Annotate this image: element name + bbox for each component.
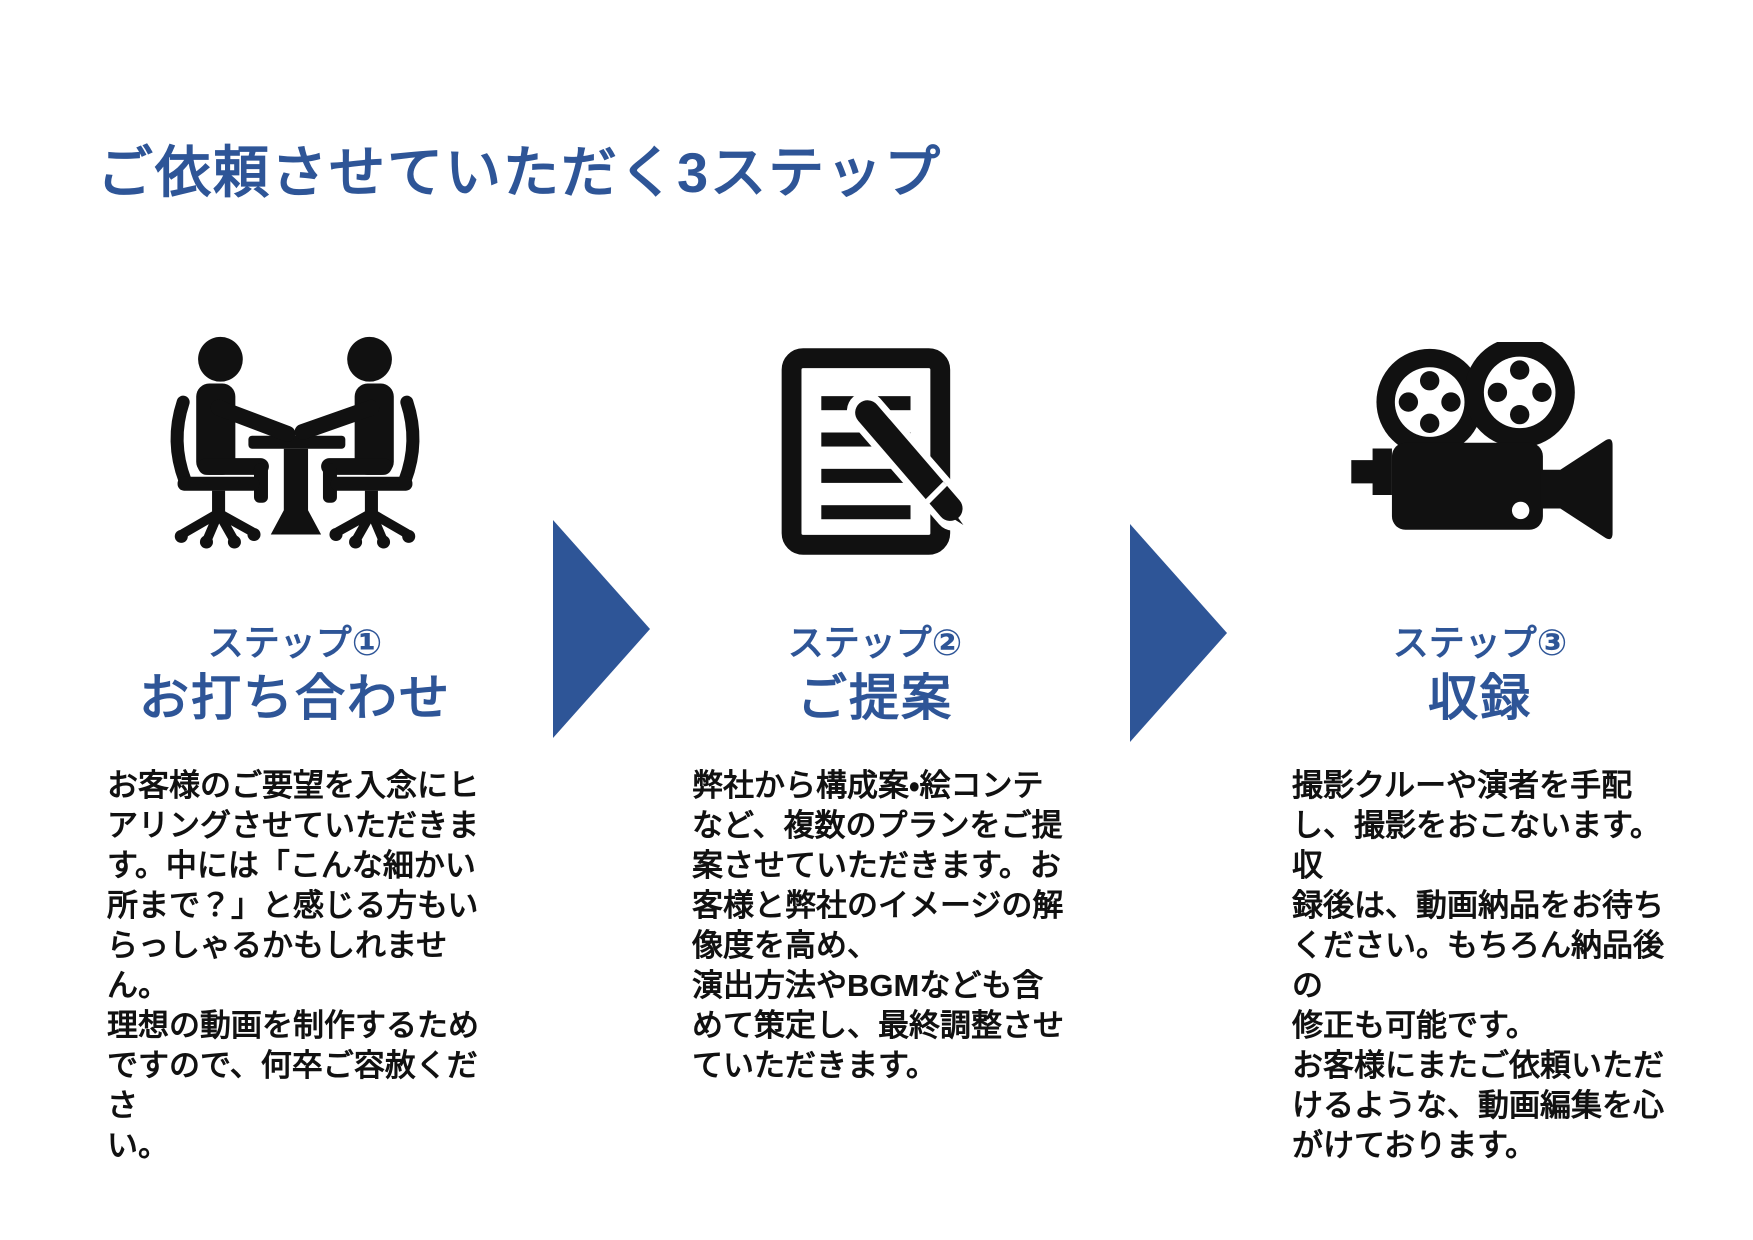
video-camera-icon <box>1330 325 1630 555</box>
step2-title: ご提案 <box>797 670 953 727</box>
page-title: ご依頼させていただく3ステップ <box>97 141 943 204</box>
step2-description: 弊社から構成案・絵コンテ など、複数のプランをご提 案させていただきます。お 客… <box>692 767 1064 1083</box>
step1-description: お客様のご要望を入念にヒ アリングさせていただきま す。中には「こんな細かい 所… <box>107 767 479 1163</box>
step1-label: ステップ① <box>207 622 383 663</box>
document-pen-icon <box>780 325 970 555</box>
meeting-icon <box>155 325 435 555</box>
step3-title: 収録 <box>1428 670 1532 727</box>
arrow-right-icon <box>1130 524 1227 742</box>
step1-title: お打ち合わせ <box>139 670 451 727</box>
step-column-2: ステップ② ご提案 弊社から構成案・絵コンテ など、複数のプランをご提 案させて… <box>680 325 1070 1086</box>
step-column-3: ステップ③ 収録 撮影クルーや演者を手配 し、撮影をおこないます。収 録後は、動… <box>1280 325 1680 1166</box>
step3-description: 撮影クルーや演者を手配 し、撮影をおこないます。収 録後は、動画納品をお待ち く… <box>1292 767 1664 1163</box>
step3-label: ステップ③ <box>1392 622 1568 663</box>
step2-label: ステップ② <box>787 622 963 663</box>
step-column-1: ステップ① お打ち合わせ お客様のご要望を入念にヒ アリングさせていただきま す… <box>95 325 495 1166</box>
arrow-right-icon <box>553 520 650 738</box>
